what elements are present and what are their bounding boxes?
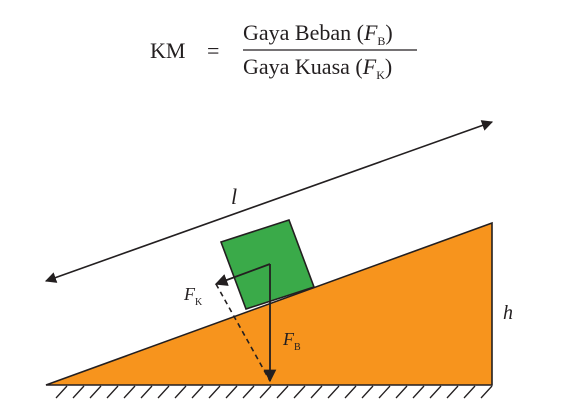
- formula-numerator: Gaya Beban (FB): [243, 20, 393, 48]
- push-force-label: FK: [183, 284, 203, 308]
- length-arrow: [44, 120, 494, 283]
- formula-lhs: KM: [150, 38, 185, 63]
- component-dashed-line: [215, 283, 271, 382]
- mechanical-advantage-formula: KM = Gaya Beban (FB) Gaya Kuasa (FK): [150, 20, 417, 82]
- load-force-label: FB: [282, 329, 301, 353]
- length-label: l: [231, 184, 237, 209]
- formula-denominator: Gaya Kuasa (FK): [243, 54, 392, 82]
- push-force-arrow: [214, 263, 271, 286]
- ground-hatching: [55, 385, 493, 399]
- formula-equals: =: [207, 38, 219, 63]
- height-label: h: [503, 302, 513, 324]
